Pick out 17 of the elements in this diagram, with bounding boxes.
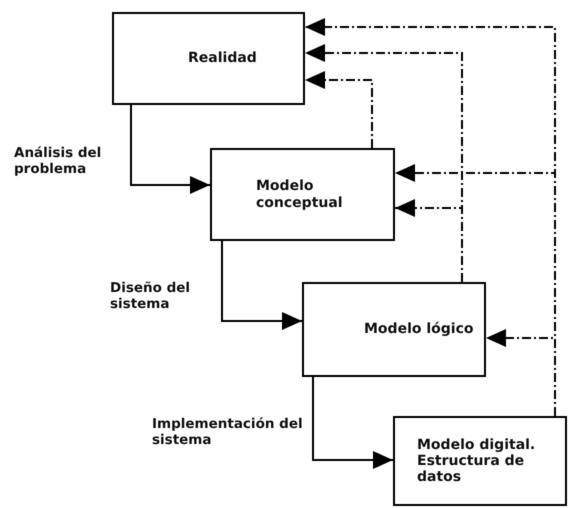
box-label: Realidad — [188, 50, 257, 67]
edge-label: Implementación del sistema — [152, 417, 304, 448]
process-box — [302, 282, 486, 377]
arrow — [312, 377, 393, 469]
box-label: Modelo lógico — [364, 321, 474, 338]
process-box — [112, 12, 305, 105]
feedback-arrow — [395, 199, 463, 282]
arrow — [221, 241, 302, 330]
edge-label: Diseño del sistema — [110, 281, 192, 312]
feedback-arrow — [486, 329, 556, 416]
feedback-arrow — [305, 71, 373, 148]
process-box — [210, 148, 395, 241]
box-label: Modelo conceptual — [256, 178, 344, 211]
box-label: Modelo digital. Estructura de datos — [417, 436, 536, 486]
arrow — [130, 105, 210, 194]
edge-label: Análisis del problema — [14, 146, 102, 178]
process-box — [393, 416, 567, 506]
